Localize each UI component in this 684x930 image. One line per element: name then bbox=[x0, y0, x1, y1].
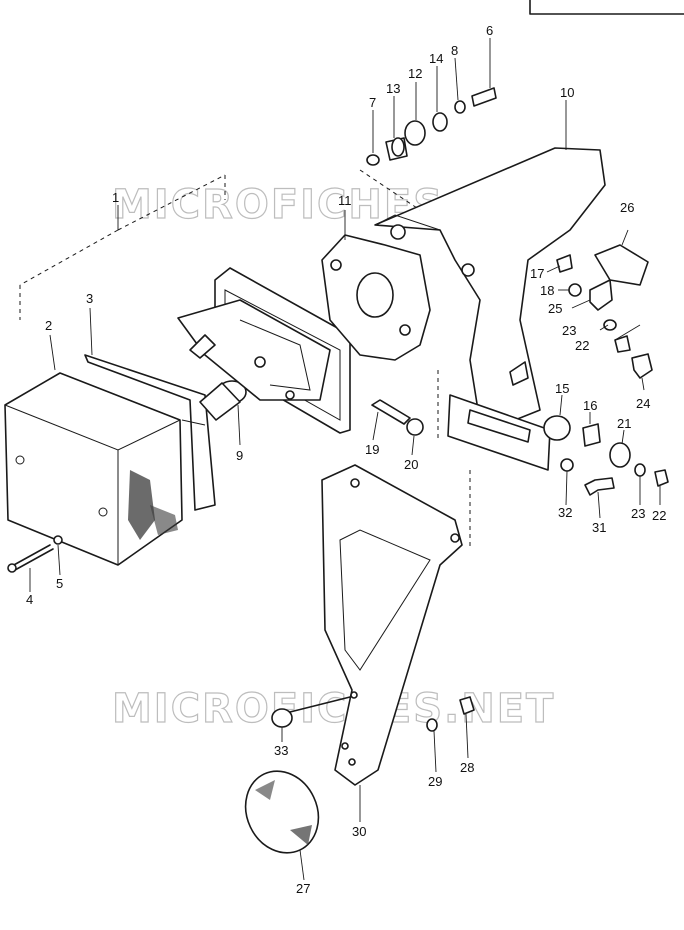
nut-22a bbox=[614, 335, 631, 353]
callout-8: 8 bbox=[451, 43, 458, 58]
callout-12: 12 bbox=[408, 66, 422, 81]
plate-holder bbox=[437, 370, 551, 471]
callout-27: 27 bbox=[296, 881, 310, 896]
washer-18 bbox=[568, 283, 582, 297]
washer-23a bbox=[603, 319, 617, 331]
grommet-24 bbox=[631, 353, 653, 379]
callout-20: 20 bbox=[404, 457, 418, 472]
mounting-plate-11 bbox=[321, 234, 431, 361]
callout-14: 14 bbox=[429, 51, 443, 66]
knob-26 bbox=[594, 244, 649, 286]
bolt-17 bbox=[556, 254, 573, 273]
callout-11: 11 bbox=[338, 193, 352, 208]
callout-15: 15 bbox=[555, 381, 569, 396]
callout-5: 5 bbox=[56, 576, 63, 591]
bracket-25 bbox=[589, 279, 613, 311]
callout-23b: 23 bbox=[631, 506, 645, 521]
reflector-27 bbox=[244, 770, 320, 854]
bulb-9 bbox=[199, 380, 247, 421]
callout-30: 30 bbox=[352, 824, 366, 839]
callout-13: 13 bbox=[386, 81, 400, 96]
callout-22a: 22 bbox=[575, 338, 589, 353]
washer-23b bbox=[634, 463, 646, 477]
cushion-15 bbox=[543, 415, 571, 441]
taillight-lens-2 bbox=[4, 372, 183, 566]
callout-2: 2 bbox=[45, 318, 52, 333]
callout-25: 25 bbox=[548, 301, 562, 316]
callout-6: 6 bbox=[486, 23, 493, 38]
callout-28: 28 bbox=[460, 760, 474, 775]
washer-5 bbox=[53, 535, 63, 545]
callout-7: 7 bbox=[369, 95, 376, 110]
bolt-31 bbox=[584, 477, 615, 496]
callout-17: 17 bbox=[530, 266, 544, 281]
nut-7 bbox=[366, 154, 380, 166]
callout-24: 24 bbox=[636, 396, 650, 411]
fender-bracket-10 bbox=[374, 147, 606, 421]
hardware-stack-top bbox=[359, 87, 497, 211]
callout-33: 33 bbox=[274, 743, 288, 758]
callout-1: 1 bbox=[112, 190, 119, 205]
callout-18: 18 bbox=[540, 283, 554, 298]
nut-22b bbox=[654, 469, 669, 487]
callout-4: 4 bbox=[26, 592, 33, 607]
bolt-6 bbox=[471, 87, 497, 107]
washer-21 bbox=[609, 442, 631, 468]
collar-16 bbox=[582, 423, 601, 447]
washer-32 bbox=[560, 458, 574, 472]
title-frame-corner bbox=[529, 0, 684, 15]
callout-numbers: 1 2 3 4 5 6 7 8 9 10 11 12 13 14 15 16 1… bbox=[26, 23, 666, 896]
callout-16: 16 bbox=[583, 398, 597, 413]
callout-21: 21 bbox=[617, 416, 631, 431]
nut-28 bbox=[459, 696, 475, 715]
license-bracket-30 bbox=[321, 464, 471, 786]
assembly-outline-1 bbox=[19, 174, 226, 320]
callout-19: 19 bbox=[365, 442, 379, 457]
callout-29: 29 bbox=[428, 774, 442, 789]
lamp-base-housing bbox=[177, 267, 351, 434]
callout-10: 10 bbox=[560, 85, 574, 100]
bolt-19 bbox=[371, 399, 411, 425]
callout-23a: 23 bbox=[562, 323, 576, 338]
hardware-right bbox=[371, 244, 669, 496]
cushion-12 bbox=[404, 120, 426, 146]
washer-20 bbox=[406, 418, 424, 436]
callout-9: 9 bbox=[236, 448, 243, 463]
screw-4 bbox=[7, 544, 54, 573]
callout-22b: 22 bbox=[652, 508, 666, 523]
callout-31: 31 bbox=[592, 520, 606, 535]
washer-29 bbox=[426, 718, 438, 732]
lens-gasket-3 bbox=[84, 354, 216, 511]
callout-3: 3 bbox=[86, 291, 93, 306]
leader-lines bbox=[29, 38, 661, 881]
callout-26: 26 bbox=[620, 200, 634, 215]
watermark-bottom: MICROFICHES.NET bbox=[112, 686, 555, 732]
washer-8 bbox=[454, 100, 466, 114]
callout-32: 32 bbox=[558, 505, 572, 520]
washer-14 bbox=[432, 112, 448, 132]
